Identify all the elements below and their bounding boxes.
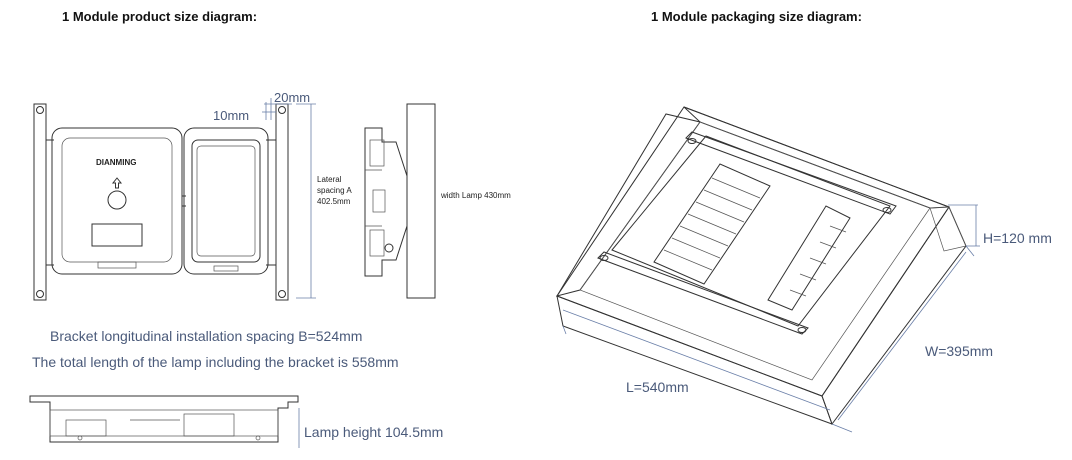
box-width-label: W=395mm (925, 343, 993, 359)
lateral-spacing-line3: 402.5mm (317, 197, 351, 206)
box-bracket-bottom (597, 251, 809, 335)
box-lamp-heatsink (653, 163, 771, 285)
box-flap-top (683, 106, 950, 209)
lamp-side-view: Lateral spacing A 402.5mm width Lamp 430… (317, 103, 511, 299)
dim-10mm-label: 10mm (213, 108, 249, 123)
packaging-diagram-heading: 1 Module packaging size diagram: (651, 9, 862, 24)
box-front-face (556, 295, 833, 425)
lamp-height-label: Lamp height 104.5mm (304, 424, 443, 440)
box-length-label: L=540mm (626, 379, 689, 395)
left-module-housing (51, 127, 183, 275)
dim-20mm-label: 20mm (274, 90, 310, 105)
box-bracket-top (685, 131, 897, 215)
brand-label: DIANMING (96, 158, 136, 167)
right-bracket (275, 103, 289, 301)
lateral-spacing-line1: Lateral (317, 175, 342, 184)
box-right-face (821, 205, 967, 426)
side-housing (364, 127, 408, 277)
bracket-spacing-label: Bracket longitudinal installation spacin… (50, 328, 362, 344)
total-length-label: The total length of the lamp including t… (32, 354, 399, 370)
lamp-bottom-view: Lamp height 104.5mm (29, 395, 443, 448)
width-lamp-label: width Lamp 430mm (440, 191, 511, 200)
right-module-housing (183, 127, 269, 275)
lamp-front-view: DIANMING 10mm 20mm (33, 90, 316, 301)
box-height-label: H=120 mm (983, 230, 1052, 246)
packaging-box: H=120 mm W=395mm L=540mm (555, 106, 1052, 433)
side-bracket-plate (406, 103, 436, 299)
product-diagram-heading: 1 Module product size diagram: (62, 9, 258, 24)
label-plate (91, 223, 143, 247)
arrow-up-icon (111, 177, 123, 189)
connector-circle (107, 190, 127, 210)
box-flap-left (555, 113, 701, 297)
lateral-spacing-line2: spacing A (317, 186, 352, 195)
left-bracket (33, 103, 47, 301)
